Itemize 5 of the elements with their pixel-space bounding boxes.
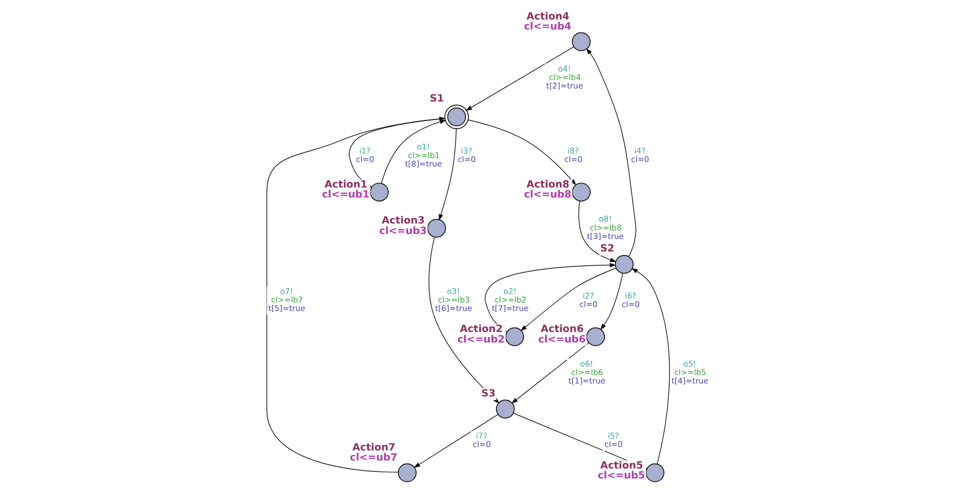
node-label: Action4 xyxy=(526,11,570,22)
node-label: S1 xyxy=(430,93,444,104)
node-label: cl<=ub4 xyxy=(524,21,572,32)
node-label: cl<=ub7 xyxy=(350,452,398,464)
node-label: Action7 xyxy=(352,442,396,454)
